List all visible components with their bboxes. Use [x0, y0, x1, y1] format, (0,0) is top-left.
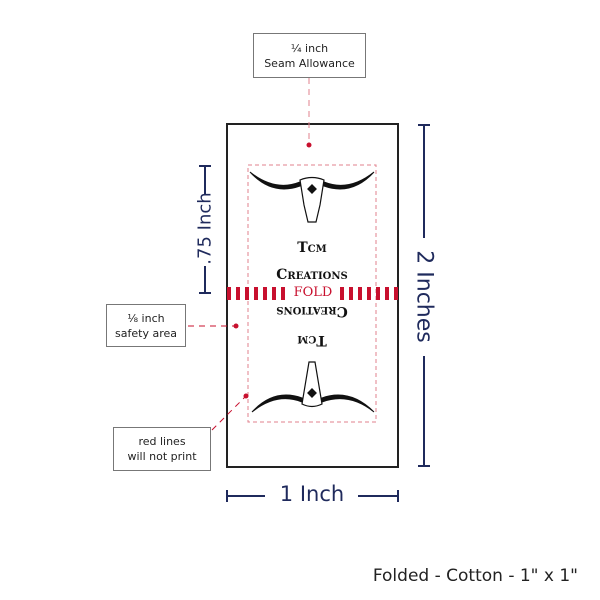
seam-allowance-callout: ¼ inch Seam Allowance — [253, 33, 366, 78]
inner-height-dimension: .75 Inch — [194, 192, 216, 265]
brand-line-2-flipped: Creations — [276, 303, 348, 319]
red-lines-marker — [243, 393, 249, 399]
safety-area-callout: ⅛ inch safety area — [106, 304, 186, 347]
callout-line: Seam Allowance — [264, 56, 355, 70]
longhorn-skull-icon — [249, 171, 375, 223]
brand-line-2: Creations — [276, 267, 348, 283]
caption: Folded - Cotton - 1" x 1" — [372, 566, 578, 586]
fold-stripes — [227, 287, 398, 300]
safety-area-outline — [247, 164, 377, 423]
brand-line-1-flipped: Tcm — [297, 332, 327, 348]
width-dimension: 1 Inch — [279, 482, 345, 506]
seam-marker — [306, 142, 312, 148]
total-height-dimension: 2 Inches — [411, 250, 437, 343]
longhorn-skull-icon — [251, 361, 375, 413]
callout-line: safety area — [115, 326, 177, 340]
red-lines-callout: red lines will not print — [113, 427, 211, 471]
callout-line: ⅛ inch — [127, 311, 165, 325]
brand-line-1: Tcm — [297, 240, 327, 256]
fold-label: FOLD — [293, 285, 333, 300]
safety-marker — [233, 323, 239, 329]
callout-line: will not print — [127, 450, 197, 463]
callout-line: red lines — [138, 435, 186, 448]
callout-line: ¼ inch — [290, 41, 329, 55]
